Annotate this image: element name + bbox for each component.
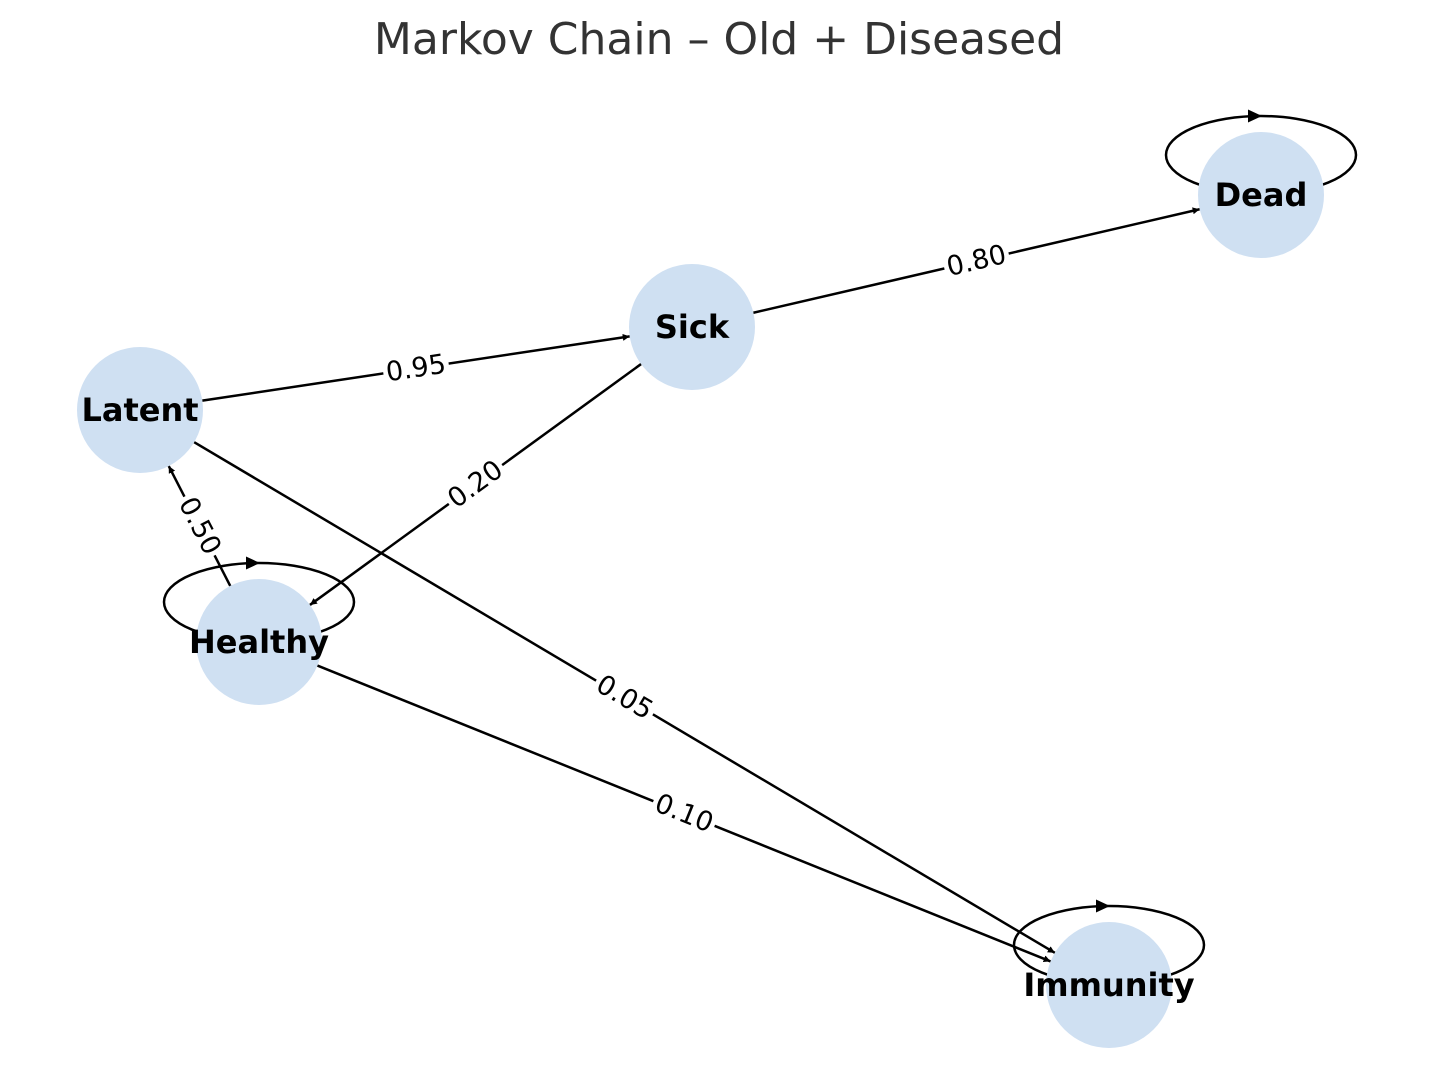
edge-label-group: 0.05 (587, 664, 663, 729)
edge-label-group: 0.20 (437, 449, 513, 518)
node-circle (629, 264, 755, 390)
edge-label-background (437, 449, 513, 518)
edge-labels-layer: 0.95 0.80 0.20 0.50 0.05 0.10 (169, 235, 1013, 842)
self-loop-arrowhead (246, 556, 260, 570)
node-circle (196, 579, 322, 705)
self-loops-layer (162, 109, 1358, 986)
node-circle (1046, 922, 1172, 1048)
edge-label-sick-to-dead: 0.80 (944, 239, 1010, 283)
node-circle (77, 347, 203, 473)
self-loop-arrowhead (1248, 109, 1262, 123)
node-label-dead: Dead (1215, 176, 1308, 214)
edge-label-background (587, 664, 663, 729)
node-label-immunity: Immunity (1023, 966, 1194, 1004)
edge-label-background (940, 235, 1013, 286)
edge-label-group: 0.95 (380, 344, 452, 391)
node-circle (1198, 132, 1324, 258)
node-dead: Dead (1198, 132, 1324, 258)
edge-label-group: 0.10 (647, 783, 722, 842)
node-immunity: Immunity (1023, 922, 1195, 1048)
node-latent: Latent (77, 347, 203, 473)
edge-label-group: 0.80 (940, 235, 1013, 286)
node-sick: Sick (629, 264, 755, 390)
node-label-healthy: Healthy (189, 623, 329, 661)
node-label-latent: Latent (81, 391, 198, 429)
node-healthy: Healthy (189, 579, 329, 705)
edge-label-background (647, 783, 722, 842)
edge-label-background (380, 344, 452, 391)
edge-label-background (169, 487, 232, 564)
diagram-title: Markov Chain – Old + Diseased (374, 14, 1064, 65)
edge-label-group: 0.50 (169, 487, 232, 564)
self-loop-arrowhead (1096, 899, 1110, 913)
node-label-sick: Sick (655, 308, 730, 346)
